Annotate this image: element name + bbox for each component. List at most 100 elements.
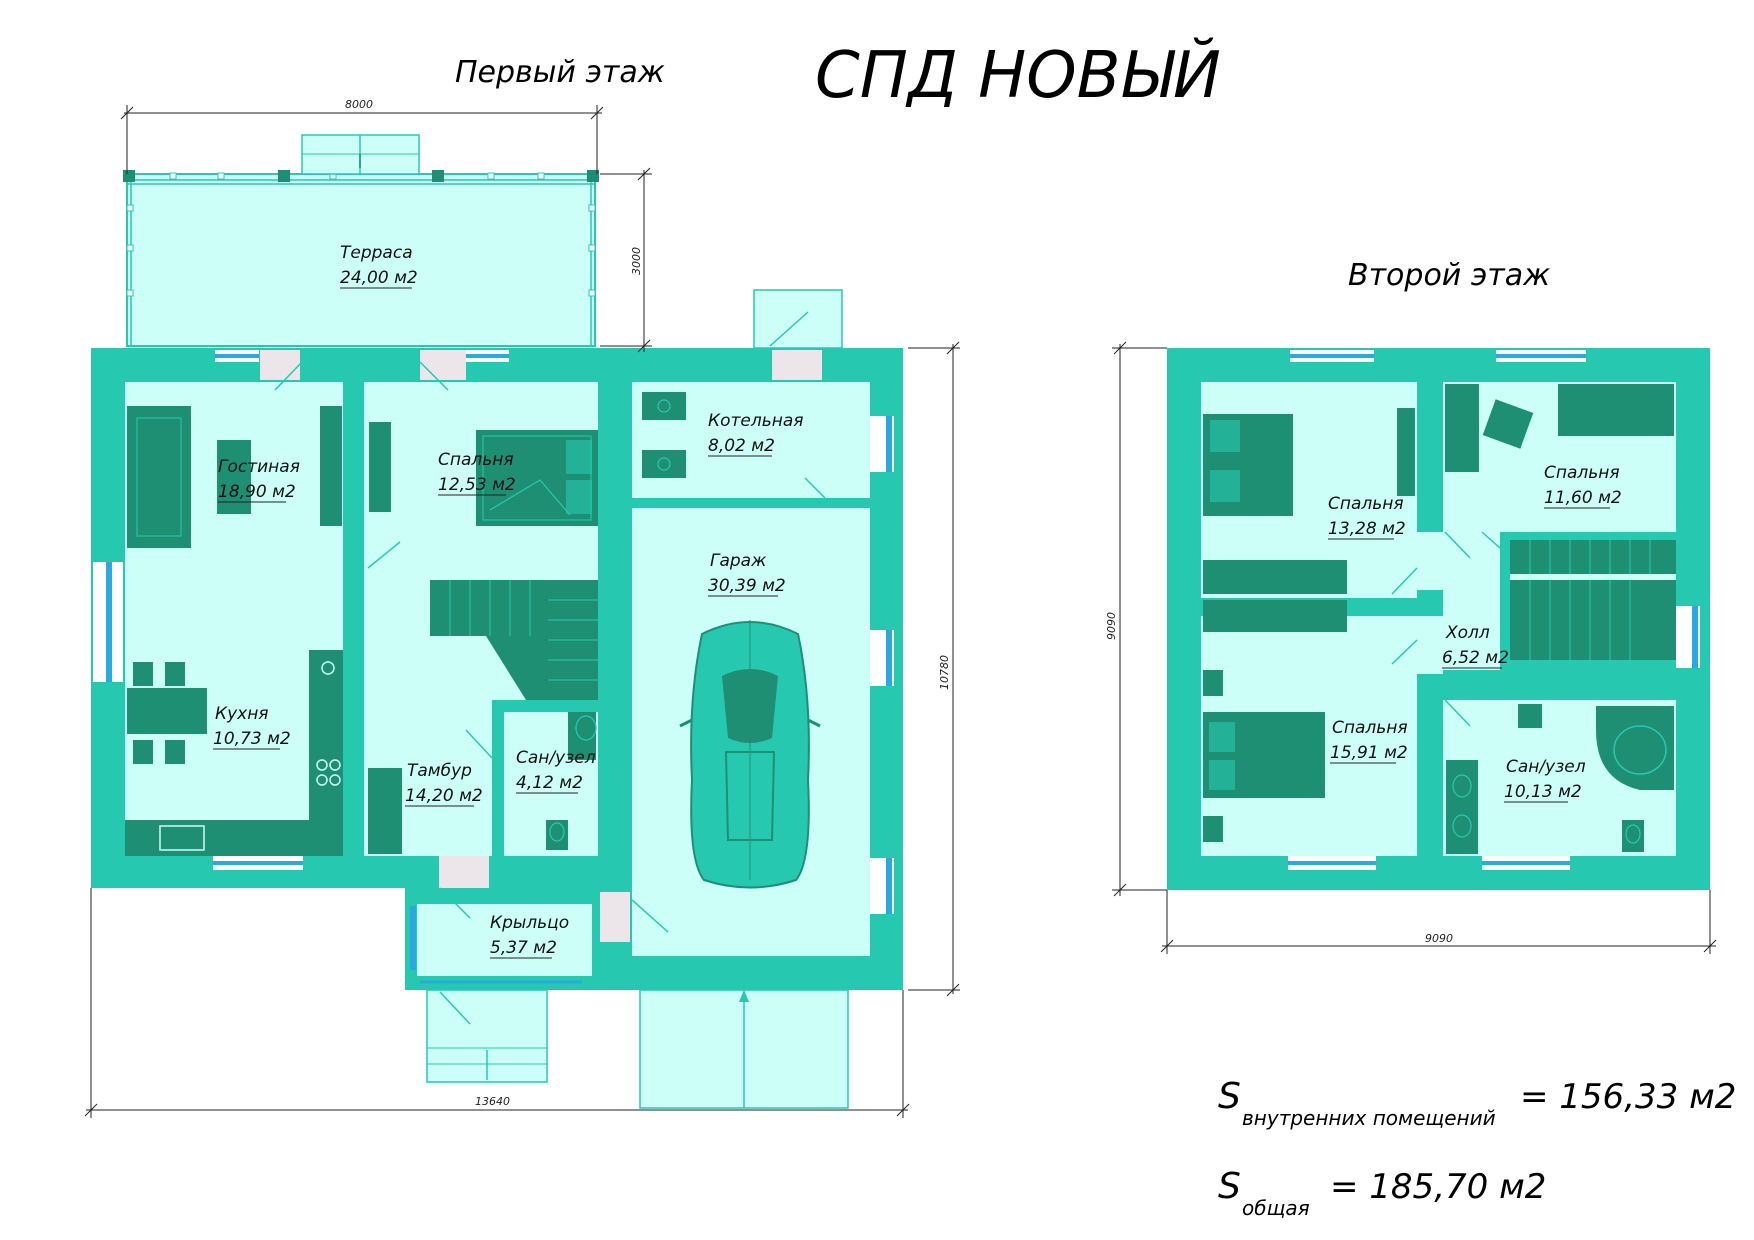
floor2-plan: Спальня 13,28 м2 Спальня 11,60 м2 Холл 6…: [1105, 341, 1717, 954]
boiler-area: 8,02 м2: [708, 436, 775, 456]
f2-bedroom1-area: 13,28 м2: [1328, 519, 1406, 539]
room-porch: [414, 904, 592, 976]
window: [886, 858, 892, 914]
terrace-area: 24,00 м2: [340, 268, 418, 288]
floor2-title: Второй этаж: [1348, 258, 1550, 293]
desk-icon: [1445, 384, 1479, 472]
boiler-porch: [753, 289, 843, 349]
bath1-name: Сан/узел: [516, 748, 596, 768]
terrace-post: [123, 170, 135, 182]
nightstand-icon: [1203, 816, 1223, 842]
nightstand-icon: [1203, 670, 1223, 696]
living-name: Гостиная: [218, 457, 300, 477]
f2-bedroom2-area: 11,60 м2: [1544, 488, 1622, 508]
porch-name: Крыльцо: [490, 913, 569, 933]
tv-cabinet-icon: [320, 406, 342, 526]
bedroom-area: 12,53 м2: [438, 475, 516, 495]
bed-icon: [1558, 384, 1674, 436]
floor1-plan: Терраса 24,00 м2 Гостиная 18,90 м2 Спаль…: [84, 98, 960, 1118]
porch-area: 5,37 м2: [490, 938, 557, 958]
window: [1692, 606, 1698, 668]
washbasin-icon: [568, 712, 596, 760]
dim-height: 10780: [938, 655, 951, 690]
s2-value: = 185,70 м2: [1330, 1167, 1546, 1207]
stove-icon: [316, 759, 328, 771]
area-summary: S внутренних помещений = 156,33 м2 S общ…: [1218, 1076, 1736, 1220]
door: [600, 892, 630, 942]
vestibule-name: Тамбур: [407, 761, 472, 781]
chair-icon: [133, 740, 153, 764]
f2-bedroom3-area: 15,91 м2: [1330, 743, 1408, 763]
hood-icon: [321, 661, 335, 675]
f2-hall-area: 6,52 м2: [1442, 648, 1509, 668]
door: [439, 856, 489, 888]
chair-icon: [165, 740, 185, 764]
wardrobe-icon: [1397, 408, 1415, 496]
s1-symbol: S: [1218, 1076, 1241, 1117]
window: [106, 562, 112, 682]
window: [1496, 354, 1586, 358]
window: [410, 906, 416, 970]
f2-dim-height: 9090: [1105, 612, 1118, 640]
window: [886, 416, 892, 472]
garage-name: Гараж: [710, 551, 767, 571]
kitchen-area: 10,73 м2: [213, 729, 291, 749]
f2-bath-area: 10,13 м2: [1504, 782, 1582, 802]
window: [1288, 861, 1376, 865]
chair-icon: [165, 662, 185, 686]
s2-subscript: общая: [1242, 1196, 1310, 1220]
s1-value: = 156,33 м2: [1520, 1077, 1736, 1117]
f2-bedroom2-name: Спальня: [1544, 463, 1620, 483]
door: [772, 350, 822, 380]
sink-icon: [159, 825, 205, 851]
stairs-icon: [1510, 540, 1676, 574]
shower-icon: [1518, 704, 1542, 728]
boiler-icon: [642, 450, 686, 478]
sheet-title: СПД НОВЫЙ: [815, 37, 1221, 113]
wardrobe-icon: [1203, 560, 1347, 594]
wardrobe-icon: [1203, 600, 1347, 632]
sofa-icon: [127, 406, 191, 548]
door: [420, 350, 466, 380]
terrace-post: [278, 170, 290, 182]
door: [260, 350, 300, 380]
dining-table-icon: [127, 688, 207, 734]
window: [1290, 354, 1374, 358]
kitchen-counter-side: [309, 650, 343, 856]
toilet-icon: [546, 820, 568, 850]
chair-icon: [133, 662, 153, 686]
kitchen-name: Кухня: [215, 704, 269, 724]
f2-bedroom3-name: Спальня: [1332, 718, 1408, 738]
dim-width: 13640: [475, 1095, 510, 1108]
dim-terrace-depth: 3000: [630, 247, 643, 275]
living-area: 18,90 м2: [218, 482, 296, 502]
window: [1482, 861, 1570, 865]
vestibule-area: 14,20 м2: [405, 786, 483, 806]
washbasin-icon: [1446, 760, 1478, 854]
s2-symbol: S: [1218, 1166, 1241, 1207]
terrace-name: Терраса: [340, 243, 413, 263]
shoe-rack-icon: [368, 768, 402, 854]
terrace-post: [432, 170, 444, 182]
chair-icon: [1482, 399, 1534, 449]
terrace-post: [587, 170, 599, 182]
floor1-title: Первый этаж: [455, 55, 665, 90]
boiler-name: Котельная: [708, 411, 803, 431]
window: [465, 354, 509, 358]
kitchen-counter: [125, 820, 309, 856]
f2-bedroom1-name: Спальня: [1328, 494, 1404, 514]
window: [213, 861, 303, 865]
car-icon: [679, 620, 821, 889]
window: [215, 354, 259, 358]
s1-subscript: внутренних помещений: [1242, 1106, 1496, 1130]
wardrobe-icon: [369, 422, 391, 512]
f2-hall-name: Холл: [1445, 623, 1490, 643]
garage-area: 30,39 м2: [708, 576, 786, 596]
f2-dim-width: 9090: [1425, 932, 1453, 945]
terrace-deck: [126, 173, 596, 347]
bath1-area: 4,12 м2: [516, 773, 583, 793]
f2-bath-name: Сан/узел: [1506, 757, 1586, 777]
bedroom-name: Спальня: [438, 450, 514, 470]
boiler-icon: [642, 392, 686, 420]
